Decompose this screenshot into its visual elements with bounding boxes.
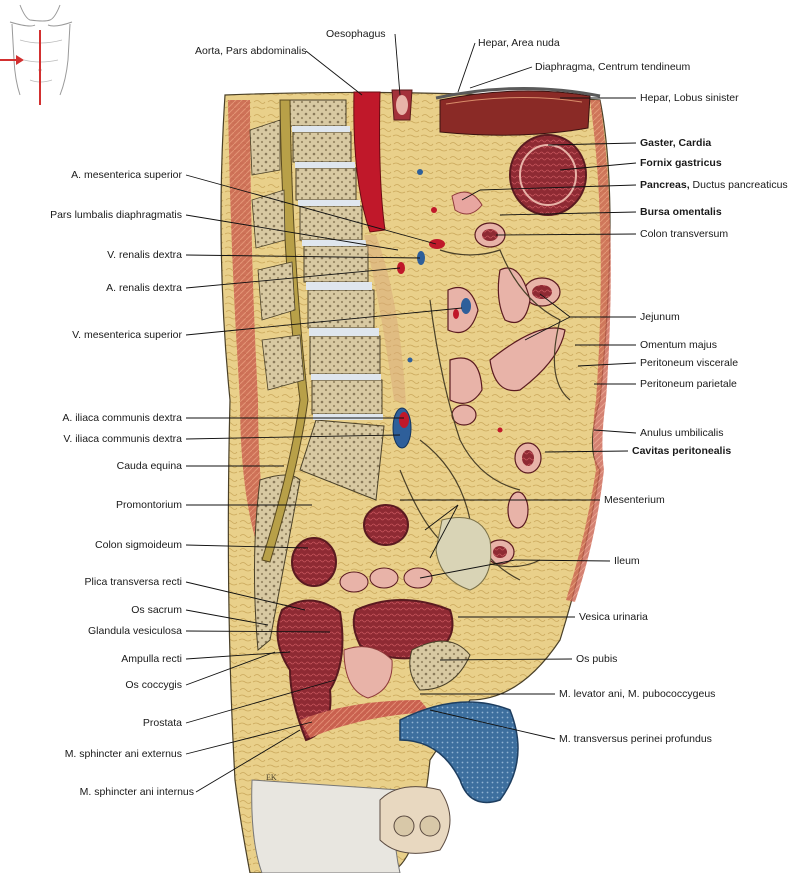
label-promontorium: Promontorium — [116, 499, 182, 511]
label-colon-transversum: Colon transversum — [640, 228, 729, 240]
label-pancreas-rest: Ductus pancreaticus — [689, 179, 788, 191]
label-sphincter-ext: M. sphincter ani externus — [64, 748, 182, 760]
label-cavitas: Cavitas peritonealis — [632, 445, 732, 457]
intestine-lumens — [482, 229, 552, 558]
label-peritoneum-parietale: Peritoneum parietale — [640, 378, 737, 390]
label-os-coccygis: Os coccygis — [125, 679, 182, 691]
label-oesophagus: Oesophagus — [326, 28, 386, 40]
label-os-sacrum: Os sacrum — [131, 604, 182, 616]
scattered-vessels — [397, 169, 503, 433]
label-hepar-area-nuda: Hepar, Area nuda — [478, 37, 560, 49]
label-a-renalis: A. renalis dextra — [106, 282, 182, 294]
label-ampulla: Ampulla recti — [121, 653, 182, 665]
label-pancreas: Pancreas, Ductus pancreaticus — [640, 179, 788, 191]
label-cauda: Cauda equina — [116, 460, 182, 472]
label-colon-sigmoideum: Colon sigmoideum — [95, 539, 182, 551]
label-omentum: Omentum majus — [640, 339, 718, 351]
label-jejunum: Jejunum — [640, 311, 680, 323]
label-gaster-cardia: Gaster, Cardia — [640, 137, 712, 149]
label-sphincter-int: M. sphincter ani internus — [79, 786, 194, 798]
label-anulus: Anulus umbilicalis — [640, 427, 724, 439]
artist-signature: EK — [266, 773, 277, 782]
label-prostata: Prostata — [142, 717, 182, 729]
label-mesenterium: Mesenterium — [604, 494, 665, 506]
vertebral-column — [249, 99, 385, 651]
genitalia — [379, 701, 519, 854]
label-pancreas-bold: Pancreas, — [640, 179, 690, 191]
label-diaphragma: Diaphragma, Centrum tendineum — [535, 61, 691, 73]
label-peritoneum-viscerale: Peritoneum viscerale — [640, 357, 739, 369]
label-glandula: Glandula vesiculosa — [88, 625, 182, 637]
label-a-iliaca: A. iliaca communis dextra — [62, 412, 182, 424]
label-os-pubis: Os pubis — [576, 653, 618, 665]
pelvic-organs — [276, 504, 492, 742]
body-silhouette-icon — [0, 4, 73, 105]
label-ileum: Ileum — [614, 555, 640, 567]
label-aorta: Aorta, Pars abdominalis — [195, 45, 307, 57]
label-hepar-lobus: Hepar, Lobus sinister — [640, 92, 739, 104]
label-levator: M. levator ani, M. pubococcygeus — [559, 688, 716, 700]
label-v-iliaca: V. iliaca communis dextra — [63, 433, 182, 445]
label-fornix: Fornix gastricus — [640, 157, 722, 169]
label-v-mesenterica: V. mesenterica superior — [72, 329, 182, 341]
great-vessels — [353, 89, 413, 449]
label-v-renalis: V. renalis dextra — [107, 249, 182, 261]
leader-lines — [185, 33, 637, 793]
label-bursa: Bursa omentalis — [640, 206, 722, 218]
label-vesica: Vesica urinaria — [579, 611, 648, 623]
upper-organs — [435, 86, 601, 216]
label-pars-lumbalis: Pars lumbalis diaphragmatis — [50, 209, 182, 221]
label-transversus: M. transversus perinei profundus — [559, 733, 712, 745]
label-a-mesenterica: A. mesenterica superior — [71, 169, 182, 181]
label-plica: Plica transversa recti — [84, 576, 182, 588]
